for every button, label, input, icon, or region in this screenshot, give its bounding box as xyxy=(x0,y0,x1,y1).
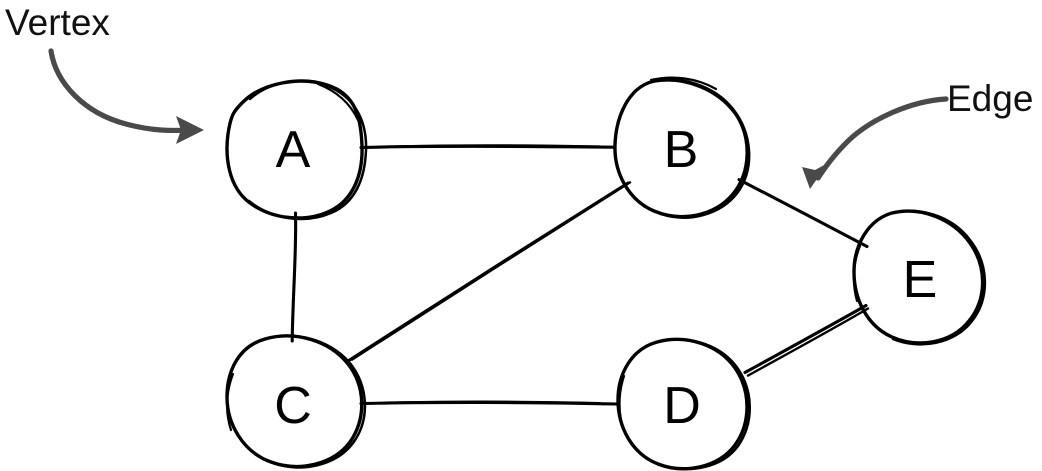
annotation-edge-label: Edge xyxy=(947,78,1033,119)
annotation-group: Vertex Edge xyxy=(5,2,1033,189)
node-e[interactable]: E xyxy=(852,209,987,346)
node-d[interactable]: D xyxy=(616,337,751,471)
annotation-vertex[interactable]: Vertex xyxy=(5,2,204,144)
edge-arrow-curve xyxy=(815,96,949,181)
edge-a-c[interactable] xyxy=(290,211,298,343)
node-e-label: E xyxy=(903,251,938,309)
node-b[interactable]: B xyxy=(613,76,751,219)
node-group: A B C D xyxy=(225,76,987,471)
node-c[interactable]: C xyxy=(225,334,367,469)
node-d-label: D xyxy=(663,377,701,435)
edge-c-b[interactable] xyxy=(346,181,632,363)
edge-group xyxy=(290,144,870,406)
annotation-edge[interactable]: Edge xyxy=(802,78,1033,189)
node-c-label: C xyxy=(274,377,312,435)
edge-a-b[interactable] xyxy=(359,144,615,150)
node-a[interactable]: A xyxy=(225,79,368,221)
annotation-vertex-label: Vertex xyxy=(5,2,110,43)
edge-d-e[interactable] xyxy=(743,303,870,377)
edge-b-e[interactable] xyxy=(737,178,869,249)
vertex-arrow-head xyxy=(176,116,204,144)
edge-c-d[interactable] xyxy=(359,400,619,406)
vertex-arrow-curve xyxy=(48,48,193,134)
edge-arrow-head xyxy=(802,163,828,189)
node-b-label: B xyxy=(664,121,699,179)
node-a-label: A xyxy=(276,121,311,179)
